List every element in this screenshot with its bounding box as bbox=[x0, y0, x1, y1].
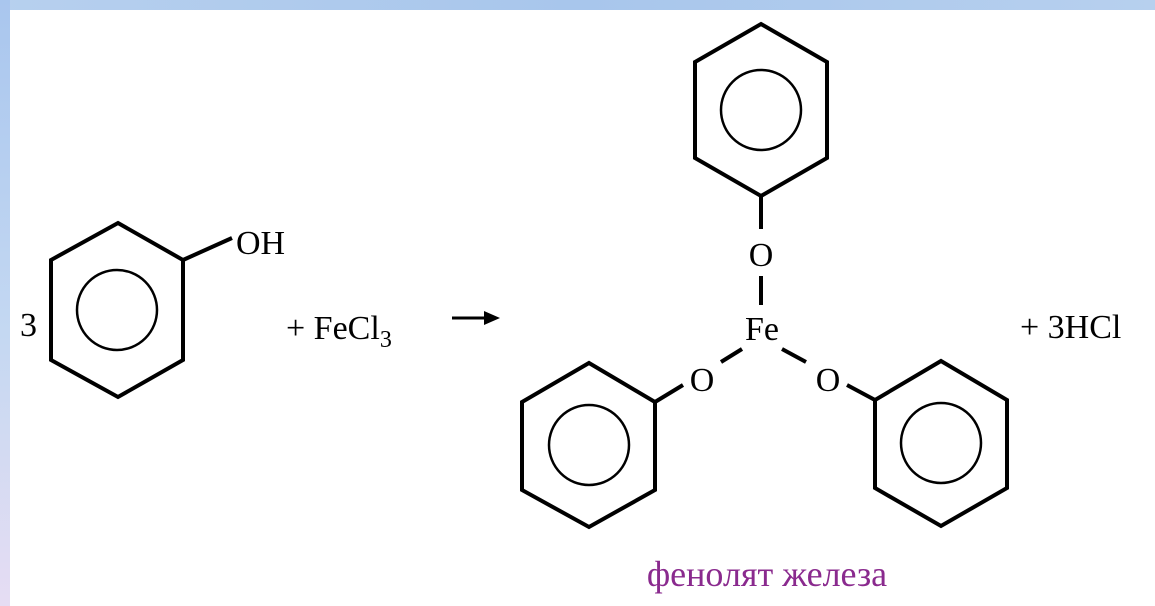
phenol-oh-bond bbox=[182, 236, 233, 262]
slide-frame-top bbox=[0, 0, 1155, 10]
bond-oxygen-right-ring bbox=[846, 383, 876, 402]
bond-oxygen-left-ring bbox=[653, 383, 685, 404]
product-ring-top bbox=[693, 21, 829, 199]
reaction-arrow-head bbox=[484, 311, 500, 325]
product-ring-left bbox=[520, 360, 657, 530]
reagent-label: + FeCl3 bbox=[286, 310, 392, 353]
product-ring-right bbox=[873, 358, 1009, 529]
phenol-coefficient: 3 bbox=[20, 307, 37, 344]
oxygen-top-label: O bbox=[749, 237, 774, 274]
phenol-ring bbox=[49, 220, 185, 400]
byproduct-label: + 3HCl bbox=[1020, 309, 1121, 346]
oxygen-right-label: O bbox=[816, 362, 841, 399]
bond-iron-oxygen-left bbox=[719, 347, 744, 364]
slide-frame-left bbox=[0, 0, 10, 606]
reagent-subscript: 3 bbox=[380, 327, 392, 353]
iron-center-label: Fe bbox=[745, 311, 779, 348]
oxygen-left-label: O bbox=[690, 362, 715, 399]
product-name-caption: фенолят железа bbox=[647, 554, 887, 594]
reagent-formula: + FeCl bbox=[286, 310, 380, 347]
bond-iron-oxygen-right bbox=[781, 347, 807, 364]
phenol-hydroxyl-label: OH bbox=[236, 225, 285, 262]
